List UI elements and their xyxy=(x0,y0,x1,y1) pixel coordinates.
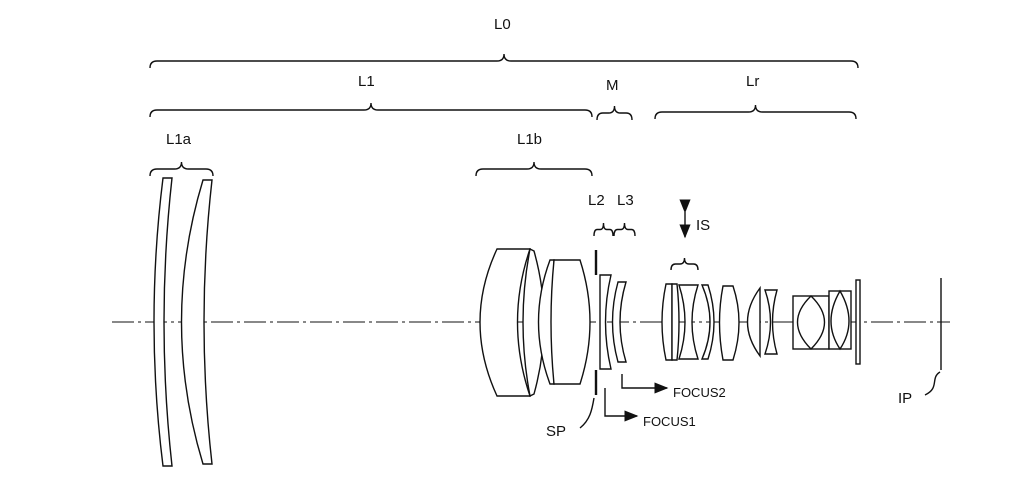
brace-IS xyxy=(670,257,699,271)
label-L0: L0 xyxy=(494,16,511,33)
brace-L2 xyxy=(593,222,614,237)
label-IS: IS xyxy=(696,217,710,234)
label-L1a: L1a xyxy=(166,131,192,148)
focus2-arrow-icon xyxy=(621,374,669,394)
brace-L1 xyxy=(149,102,593,118)
label-FOCUS2: FOCUS2 xyxy=(673,385,726,400)
filter-plate xyxy=(855,279,861,365)
label-M: M xyxy=(606,77,619,94)
ip-leader xyxy=(924,371,941,396)
lens-Lr-9 xyxy=(830,289,850,351)
lens-L1a-2 xyxy=(180,179,213,465)
lens-L1b-3 xyxy=(537,259,555,385)
lens-L1a-1 xyxy=(153,177,173,467)
brace-L0 xyxy=(149,53,859,69)
brace-L1b xyxy=(475,161,593,177)
label-Lr: Lr xyxy=(746,73,759,90)
label-SP: SP xyxy=(546,423,566,440)
brace-Lr xyxy=(654,104,857,120)
label-IP: IP xyxy=(898,390,912,407)
lens-Lr-1 xyxy=(661,283,673,361)
lens-Lr-3 xyxy=(678,284,699,360)
lens-Lr-7 xyxy=(764,289,778,355)
brace-M xyxy=(596,105,633,121)
label-FOCUS1: FOCUS1 xyxy=(643,414,696,429)
lens-Lr-4 xyxy=(700,284,715,360)
brace-L3 xyxy=(613,222,636,237)
lens-L2 xyxy=(599,274,612,370)
label-L2: L2 xyxy=(588,192,605,209)
brace-L1a xyxy=(149,161,214,177)
lens-L1b-4 xyxy=(550,259,591,385)
lens-Lr-6 xyxy=(746,285,761,359)
label-L1b: L1b xyxy=(517,131,542,148)
label-L3: L3 xyxy=(617,192,634,209)
lens-Lr-5 xyxy=(718,285,740,361)
lens-L3 xyxy=(611,281,627,363)
focus1-arrow-icon xyxy=(604,388,639,422)
sp-leader xyxy=(579,397,595,429)
lens-Lr-2 xyxy=(671,283,680,361)
lens-Lr-8 xyxy=(796,295,826,350)
label-L1: L1 xyxy=(358,73,375,90)
